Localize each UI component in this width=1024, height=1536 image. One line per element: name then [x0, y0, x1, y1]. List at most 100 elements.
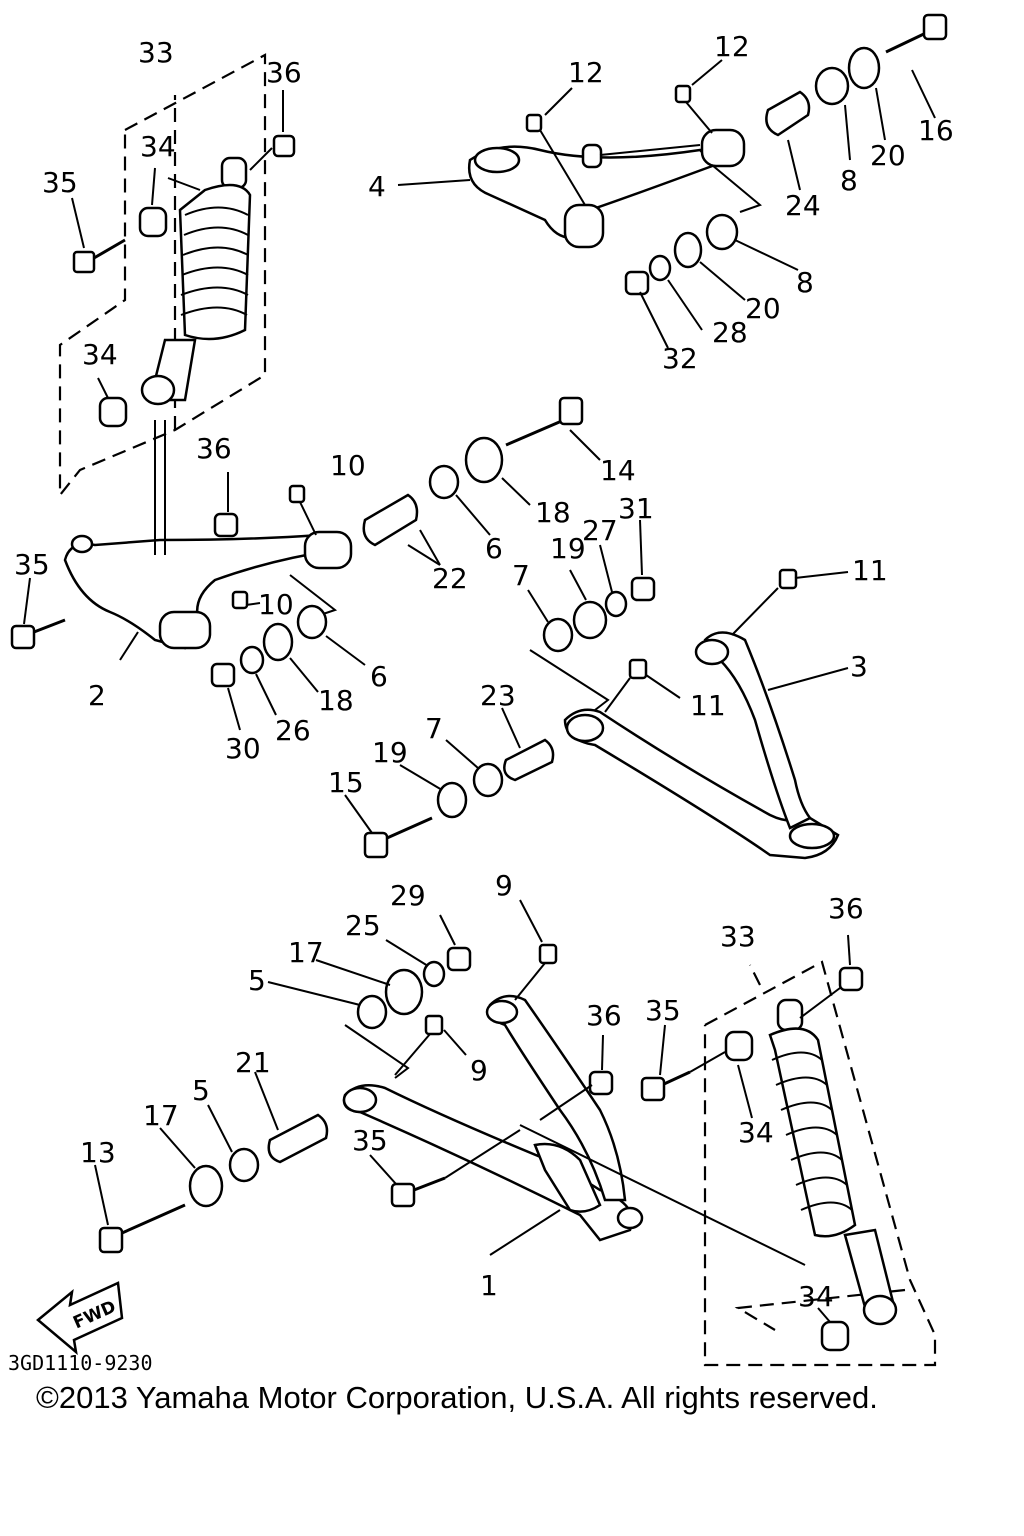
- grease-fitting-11-b: [628, 658, 648, 680]
- grease-fitting-9-a: [538, 943, 558, 965]
- callout-17-lower: 17: [143, 1099, 179, 1132]
- bolt-15: [363, 816, 433, 859]
- drawing-code: 3GD1110-9230: [8, 1351, 153, 1375]
- bushing-6-upper: [428, 464, 460, 500]
- bushing-34-lower: [98, 396, 128, 428]
- callout-30: 30: [225, 732, 261, 765]
- bushing-5-upper: [356, 994, 388, 1030]
- callout-21: 21: [235, 1046, 271, 1079]
- callout-13: 13: [80, 1136, 116, 1169]
- callout-4: 4: [368, 170, 386, 203]
- bolt-35-lower: [390, 1176, 446, 1208]
- bolt-35-middle: [10, 618, 66, 650]
- callout-12-left: 12: [568, 56, 604, 89]
- callout-14: 14: [600, 454, 636, 487]
- grease-fitting-11-a: [778, 568, 798, 590]
- callout-35-d: 35: [645, 994, 681, 1027]
- callout-34-d: 34: [798, 1280, 834, 1313]
- callout-12-right: 12: [714, 30, 750, 63]
- callout-10-upper: 10: [330, 449, 366, 482]
- callout-6-lower: 6: [370, 660, 388, 693]
- callout-33-lower: 33: [720, 920, 756, 953]
- washer-25: [422, 960, 446, 988]
- grease-fitting-10-a: [288, 484, 306, 504]
- washer-28: [648, 254, 672, 282]
- collar-23: [503, 738, 555, 782]
- a-arm-3: [563, 708, 840, 860]
- bushing-34-lower-lower: [820, 1320, 850, 1352]
- washer-20-upper: [847, 46, 881, 90]
- callout-32: 32: [662, 342, 698, 375]
- nut-36-lower-left: [588, 1070, 614, 1096]
- callout-7-upper: 7: [512, 559, 530, 592]
- callout-11-upper: 11: [852, 554, 888, 587]
- a-arm-4: [467, 145, 718, 240]
- callout-16: 16: [918, 114, 954, 147]
- collar-24: [765, 90, 811, 137]
- callout-22: 22: [432, 562, 468, 595]
- collar-22: [362, 493, 419, 547]
- washer-18-lower: [262, 622, 294, 662]
- callout-19-upper: 19: [550, 532, 586, 565]
- callout-20-lower: 20: [745, 292, 781, 325]
- bushing-8-upper: [814, 66, 850, 106]
- callout-35-a: 35: [42, 166, 78, 199]
- callout-1: 1: [480, 1269, 498, 1302]
- nut-31: [630, 576, 656, 602]
- arm-2-group: [10, 396, 601, 731]
- arm-1-group: [94, 899, 806, 1266]
- callout-36-a: 36: [266, 56, 302, 89]
- bushing-7-lower: [472, 762, 504, 798]
- callout-19-lower: 19: [372, 736, 408, 769]
- washer-17-lower: [188, 1164, 224, 1208]
- shock-absorber-top: [140, 156, 252, 406]
- callout-28: 28: [712, 316, 748, 349]
- callout-15: 15: [328, 766, 364, 799]
- callout-34-b: 34: [82, 338, 118, 371]
- callout-36-b: 36: [196, 432, 232, 465]
- callout-35-b: 35: [14, 548, 50, 581]
- callout-25: 25: [345, 909, 381, 942]
- callout-34-a: 34: [140, 130, 176, 163]
- bolt-35-shock-bottom: [640, 1070, 691, 1102]
- callout-36-c: 36: [586, 999, 622, 1032]
- collar-21: [267, 1113, 329, 1164]
- washer-17-upper: [384, 968, 424, 1016]
- callout-3: 3: [850, 650, 868, 683]
- top-shock-group: [58, 53, 296, 499]
- bolt-13: [98, 1203, 186, 1254]
- copyright-text: ©2013 Yamaha Motor Corporation, U.S.A. A…: [36, 1380, 878, 1415]
- callout-6-upper: 6: [485, 532, 503, 565]
- bushing-5-lower: [228, 1147, 260, 1183]
- callout-9-upper: 9: [495, 869, 513, 902]
- callout-24: 24: [785, 189, 821, 222]
- callout-18-upper: 18: [535, 496, 571, 529]
- shock-absorber-bottom: [768, 998, 898, 1326]
- callout-9-lower: 9: [470, 1054, 488, 1087]
- nut-32: [624, 270, 650, 296]
- bushing-34-upper: [138, 206, 168, 238]
- bolt-16: [885, 13, 948, 54]
- nut-36-top: [272, 134, 296, 158]
- group-33-lower-boundary: [703, 960, 937, 1367]
- bolt-35-top: [72, 238, 126, 274]
- bushing-7-upper: [542, 617, 574, 653]
- callout-10-lower: 10: [258, 588, 294, 621]
- bolt-14: [505, 396, 584, 447]
- washer-20-lower: [673, 231, 703, 269]
- callout-18-lower: 18: [318, 684, 354, 717]
- callout-8-lower: 8: [796, 266, 814, 299]
- callout-labels: 1 2 3 4 5 5 6 6 7 7 8 8 9 9 10 10 11 11 …: [14, 30, 954, 1313]
- callout-34-c: 34: [738, 1116, 774, 1149]
- nut-30: [210, 662, 236, 688]
- bottom-shock-group: [640, 934, 937, 1367]
- callout-29: 29: [390, 879, 426, 912]
- forward-arrow-icon: FWD: [36, 1281, 124, 1356]
- bushing-8-lower: [705, 213, 739, 251]
- callout-35-c: 35: [352, 1124, 388, 1157]
- callout-23: 23: [480, 679, 516, 712]
- washer-18-upper: [464, 436, 504, 484]
- group-33-boundary: [58, 53, 267, 499]
- washer-27: [604, 590, 628, 618]
